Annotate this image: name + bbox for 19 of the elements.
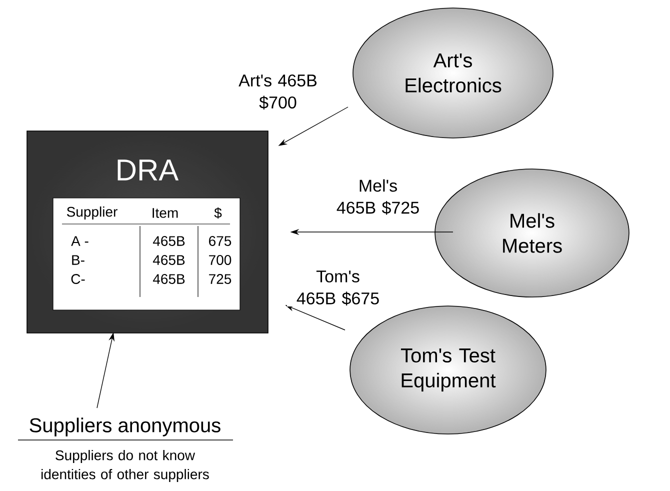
note-heading: Suppliers anonymous — [30, 418, 220, 436]
table-cell: 465B — [152, 255, 185, 265]
box-title: DRA — [118, 160, 179, 180]
table-cell: 675 — [209, 236, 232, 246]
table-cell: 465B — [152, 236, 185, 246]
edge-label: Tom's 465B $675 — [287, 270, 389, 306]
table-header: $ — [214, 207, 222, 219]
table-cell: B- — [72, 255, 84, 265]
table-cell: A - — [71, 236, 88, 246]
table-header: Item — [152, 208, 178, 218]
table-cell: 725 — [209, 274, 232, 284]
edge-label: Mel's 465B $725 — [327, 178, 429, 216]
dark-box — [26, 130, 268, 334]
table-cell: C- — [71, 274, 85, 284]
table-cell: 700 — [209, 255, 232, 265]
edge-label: Art's 465B $700 — [227, 73, 329, 111]
note-text: Suppliers do not know identities of other suppliers — [42, 450, 209, 482]
table-header: Supplier — [66, 206, 118, 220]
table-cell: 465B — [152, 274, 185, 284]
